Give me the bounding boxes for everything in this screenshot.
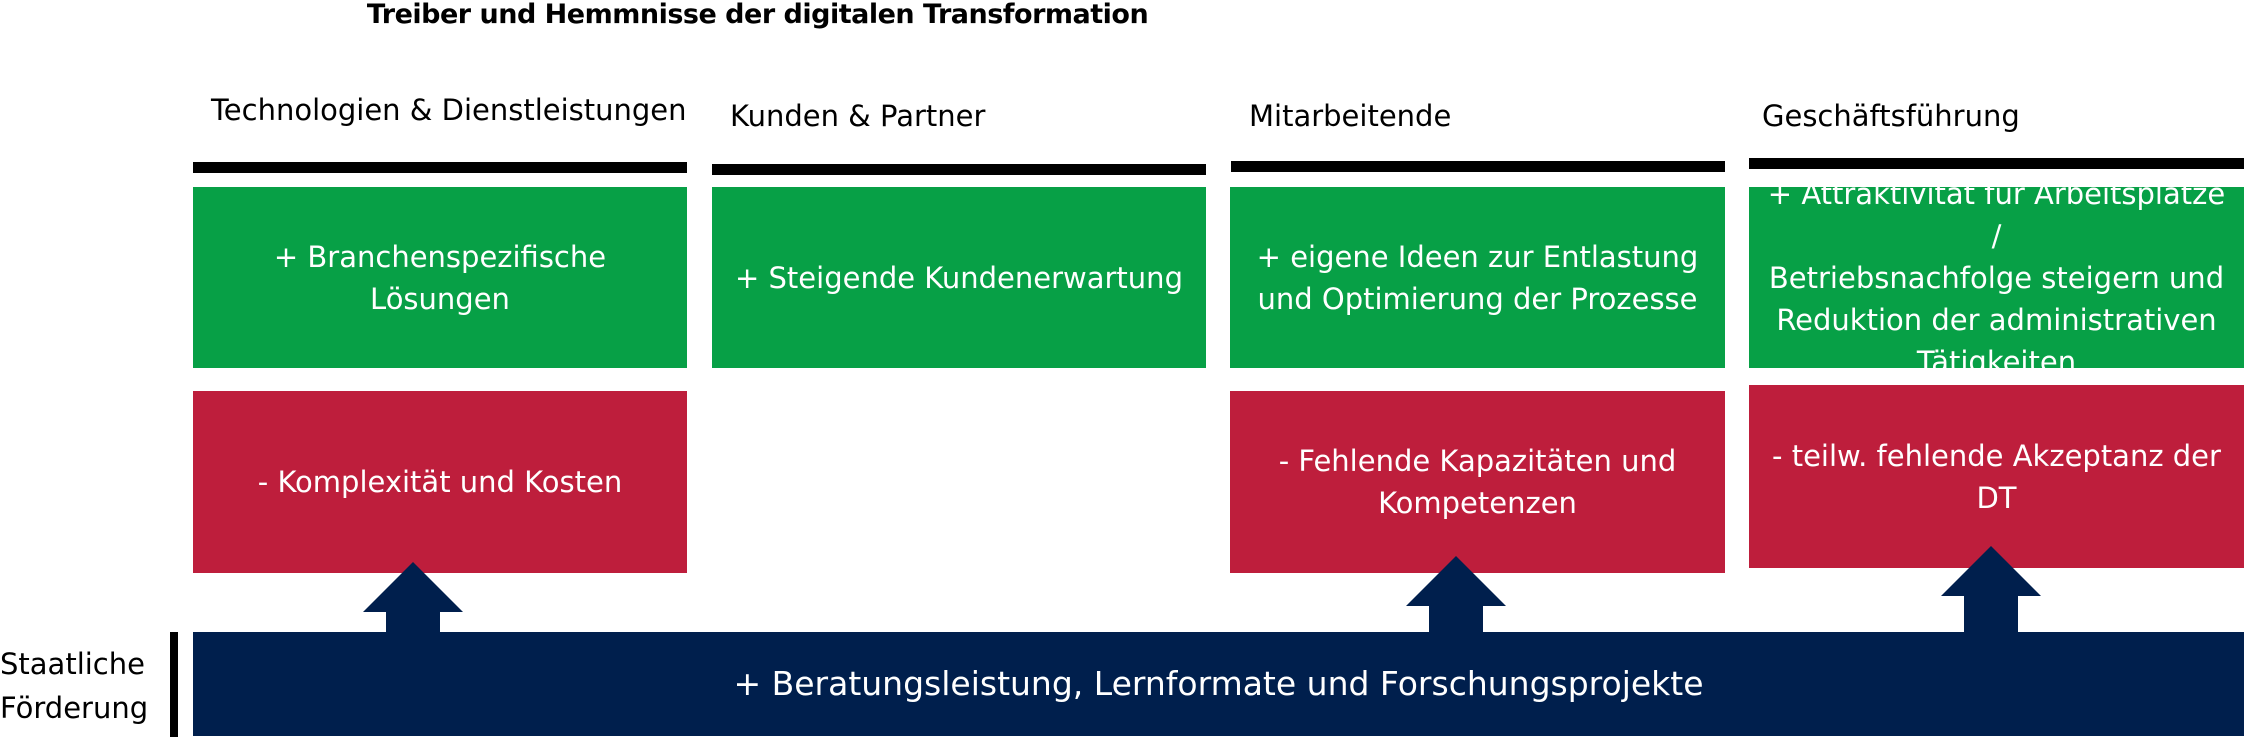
- column-header-technologies: Technologien & Dienstleistungen: [211, 93, 687, 127]
- column-header-employees: Mitarbeitende: [1249, 99, 1452, 133]
- barrier-text-management-line-2: DT: [1976, 480, 2017, 515]
- driver-text-employees-line-1: + eigene Ideen zur Entlastung: [1256, 239, 1699, 274]
- diagram-title: Treiber und Hemmnisse der digitalen Tran…: [366, 0, 1149, 30]
- driver-text-customers-line-1: + Steigende Kundenerwartung: [735, 260, 1183, 295]
- support-label-divider: [170, 632, 178, 737]
- barrier-text-management-line-1: - teilw. fehlende Akzeptanz der: [1772, 438, 2221, 473]
- column-header-management: Geschäftsführung: [1762, 99, 2020, 133]
- barrier-text-technologies-line-1: - Komplexität und Kosten: [257, 465, 623, 499]
- column-rule-customers: [712, 164, 1206, 175]
- driver-text-management-line-2: Betriebsnachfolge steigern und: [1768, 260, 2225, 295]
- driver-box-technologies: + Branchenspezifische Lösungen: [193, 187, 687, 368]
- driver-text-management-line-3: Reduktion der administrativen: [1776, 302, 2217, 337]
- driver-box-management: + Attraktivität für Arbeitsplätze / Betr…: [1749, 177, 2244, 379]
- driver-text-management-line-4: Tätigkeiten: [1916, 344, 2077, 379]
- driver-box-employees: + eigene Ideen zur Entlastung und Optimi…: [1230, 187, 1725, 368]
- column-header-customers: Kunden & Partner: [730, 99, 986, 133]
- support-label-line-2: Förderung: [0, 691, 149, 725]
- driver-box-customers: + Steigende Kundenerwartung: [712, 187, 1206, 368]
- up-arrow-icon: [1406, 556, 1506, 634]
- driver-text-technologies-line-1: + Branchenspezifische Lösungen: [273, 239, 607, 316]
- support-bar: + Beratungsleistung, Lernformate und For…: [193, 632, 2244, 736]
- barrier-text-employees-line-1: - Fehlende Kapazitäten und: [1278, 444, 1677, 478]
- barrier-text-employees-line-2: Kompetenzen: [1378, 486, 1577, 520]
- support-text: + Beratungsleistung, Lernformate und For…: [733, 664, 1704, 703]
- driver-text-employees-line-2: und Optimierung der Prozesse: [1257, 281, 1698, 316]
- barrier-box-management: - teilw. fehlende Akzeptanz der DT: [1749, 385, 2244, 568]
- driver-text-management-line-1: + Attraktivität für Arbeitsplätze /: [1767, 176, 2226, 253]
- support-label-line-1: Staatliche: [0, 647, 145, 681]
- up-arrow-icon: [1941, 546, 2041, 634]
- support-label: Staatliche Förderung: [0, 642, 160, 730]
- column-rule-technologies: [193, 162, 687, 173]
- barrier-box-technologies: - Komplexität und Kosten: [193, 391, 687, 573]
- column-rule-management: [1749, 158, 2244, 169]
- column-rule-employees: [1231, 161, 1725, 172]
- up-arrow-icon: [363, 562, 463, 634]
- barrier-box-employees: - Fehlende Kapazitäten und Kompetenzen: [1230, 391, 1725, 573]
